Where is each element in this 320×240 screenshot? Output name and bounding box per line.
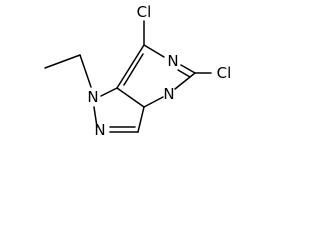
- bond-c7-n6: [143, 44, 165, 58]
- bond-c3-c3a: [137, 106, 145, 133]
- chemical-structure: Cl N Cl N N N: [44, 3, 231, 139]
- bond-c5-n4: [174, 72, 196, 90]
- bond-n6-c5: [180, 64, 196, 74]
- chlorine-atom-top: Cl: [137, 3, 152, 21]
- bond-n1-n2: [93, 106, 98, 128]
- bond-n1-ch2: [79, 54, 92, 88]
- bond-c3a-c7a: [116, 87, 145, 108]
- nitrogen-atom-n1: N: [87, 88, 98, 106]
- bond-c7a-c7-double: [123, 53, 144, 86]
- nitrogen-atom-n2: N: [94, 121, 105, 139]
- atom-labels: Cl N Cl N N N: [87, 3, 231, 139]
- chlorine-atom-right: Cl: [217, 64, 232, 82]
- bond-c7a-n1: [100, 87, 118, 97]
- bonds: [44, 20, 212, 133]
- nitrogen-atom-upper-right: N: [167, 52, 178, 70]
- bond-n6-c5-double: [177, 69, 191, 78]
- bond-ch2-ch3: [44, 54, 81, 69]
- nitrogen-atom-lower-middle: N: [163, 85, 174, 103]
- bond-n4-c3a: [143, 96, 164, 108]
- bond-c7a-c7: [116, 44, 145, 89]
